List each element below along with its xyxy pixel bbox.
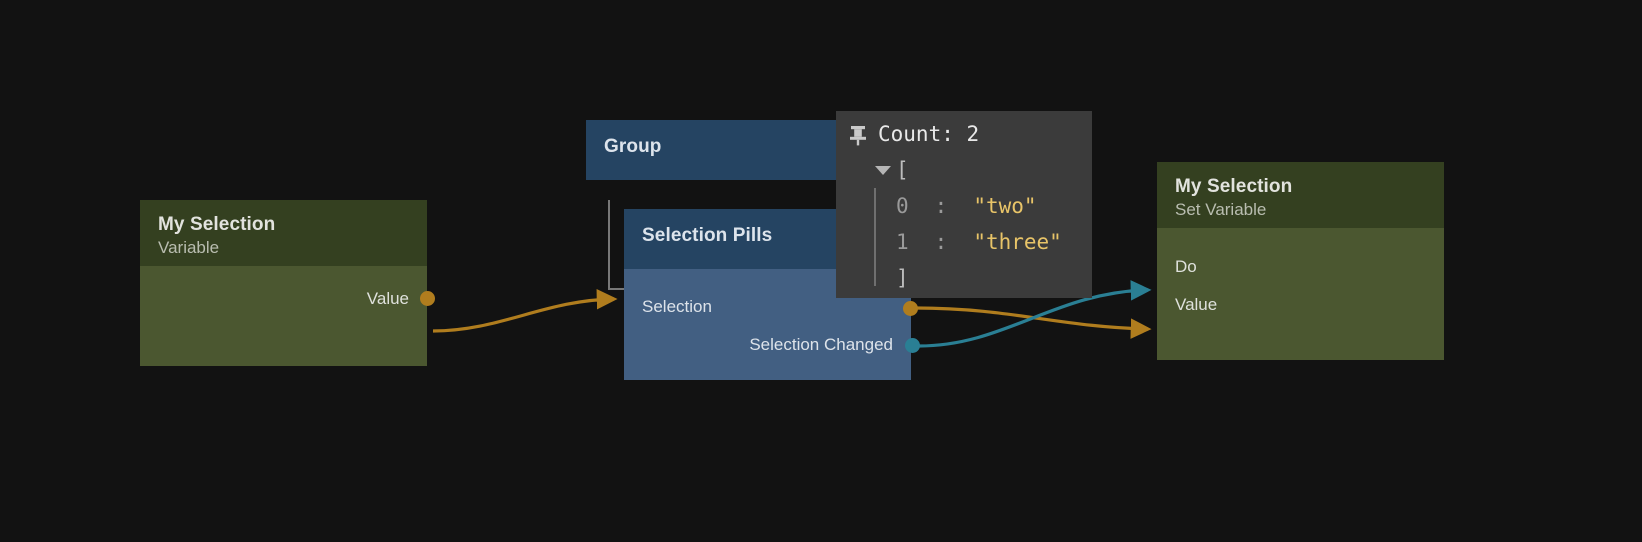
node-header[interactable]: My Selection Variable (140, 200, 427, 266)
port-row-selection-changed-output[interactable]: Selection Changed (624, 326, 911, 364)
entry-index: 1 (896, 230, 909, 255)
port-dot-selection-changed-output[interactable] (905, 338, 920, 353)
node-my-selection-set-variable[interactable]: My Selection Set Variable Do Value (1157, 162, 1444, 360)
port-label-value: Value (1175, 295, 1218, 314)
node-my-selection-variable[interactable]: My Selection Variable Value (140, 200, 435, 366)
disclosure-triangle-icon[interactable] (870, 165, 896, 175)
entry-index: 0 (896, 194, 909, 219)
node-title: Selection Pills (642, 225, 773, 246)
group-title: Group (604, 136, 662, 157)
port-row-selection-input[interactable]: Selection (624, 288, 911, 326)
entry-separator: : (934, 194, 948, 219)
port-label-selection: Selection (642, 297, 712, 316)
tree-row-open-bracket[interactable]: [ (870, 152, 1078, 188)
node-body: Value (140, 266, 435, 366)
entry-separator: : (934, 230, 948, 255)
node-header[interactable]: My Selection Set Variable (1157, 162, 1444, 228)
port-label-do: Do (1175, 257, 1197, 276)
close-bracket: ] (896, 266, 909, 291)
port-row-value-input[interactable]: Value (1157, 286, 1444, 324)
node-subtitle: Variable (158, 238, 220, 258)
inspector-tree: [ 0 : "two" 1 : "three" ] (848, 152, 1078, 296)
port-label-value: Value (366, 289, 409, 308)
tree-guide-line (874, 188, 876, 287)
port-row-value-output[interactable]: Value (140, 280, 435, 318)
tree-row-entry[interactable]: 0 : "two" (870, 188, 1078, 224)
entry-value: "three" (973, 230, 1062, 255)
inspector-count-label: Count: 2 (878, 122, 980, 146)
port-row-do-input[interactable]: Do (1157, 248, 1444, 286)
wire-selection-to-set-variable-value (915, 306, 1152, 339)
port-dot-selection-output[interactable] (903, 301, 918, 316)
entry-value: "two" (973, 194, 1037, 219)
pin-icon[interactable] (848, 124, 868, 146)
tree-row-entry[interactable]: 1 : "three" (870, 224, 1078, 260)
open-bracket: [ (896, 158, 909, 183)
port-dot-value-output[interactable] (420, 291, 435, 306)
node-title: My Selection (158, 214, 276, 235)
tree-row-close-bracket: ] (870, 260, 1078, 296)
node-body: Selection Selection Changed (624, 269, 911, 380)
wire-selection-changed-to-do (918, 280, 1152, 348)
value-inspector-popup[interactable]: Count: 2 [ 0 : "two" 1 : (836, 111, 1092, 298)
inspector-header[interactable]: Count: 2 (848, 121, 1078, 148)
group-bracket (608, 200, 632, 290)
node-title: My Selection (1175, 176, 1293, 197)
node-subtitle: Set Variable (1175, 200, 1267, 220)
port-label-selection-changed: Selection Changed (749, 335, 893, 354)
wire-variable-value-to-selection (432, 289, 618, 333)
node-body: Do Value (1157, 228, 1444, 360)
